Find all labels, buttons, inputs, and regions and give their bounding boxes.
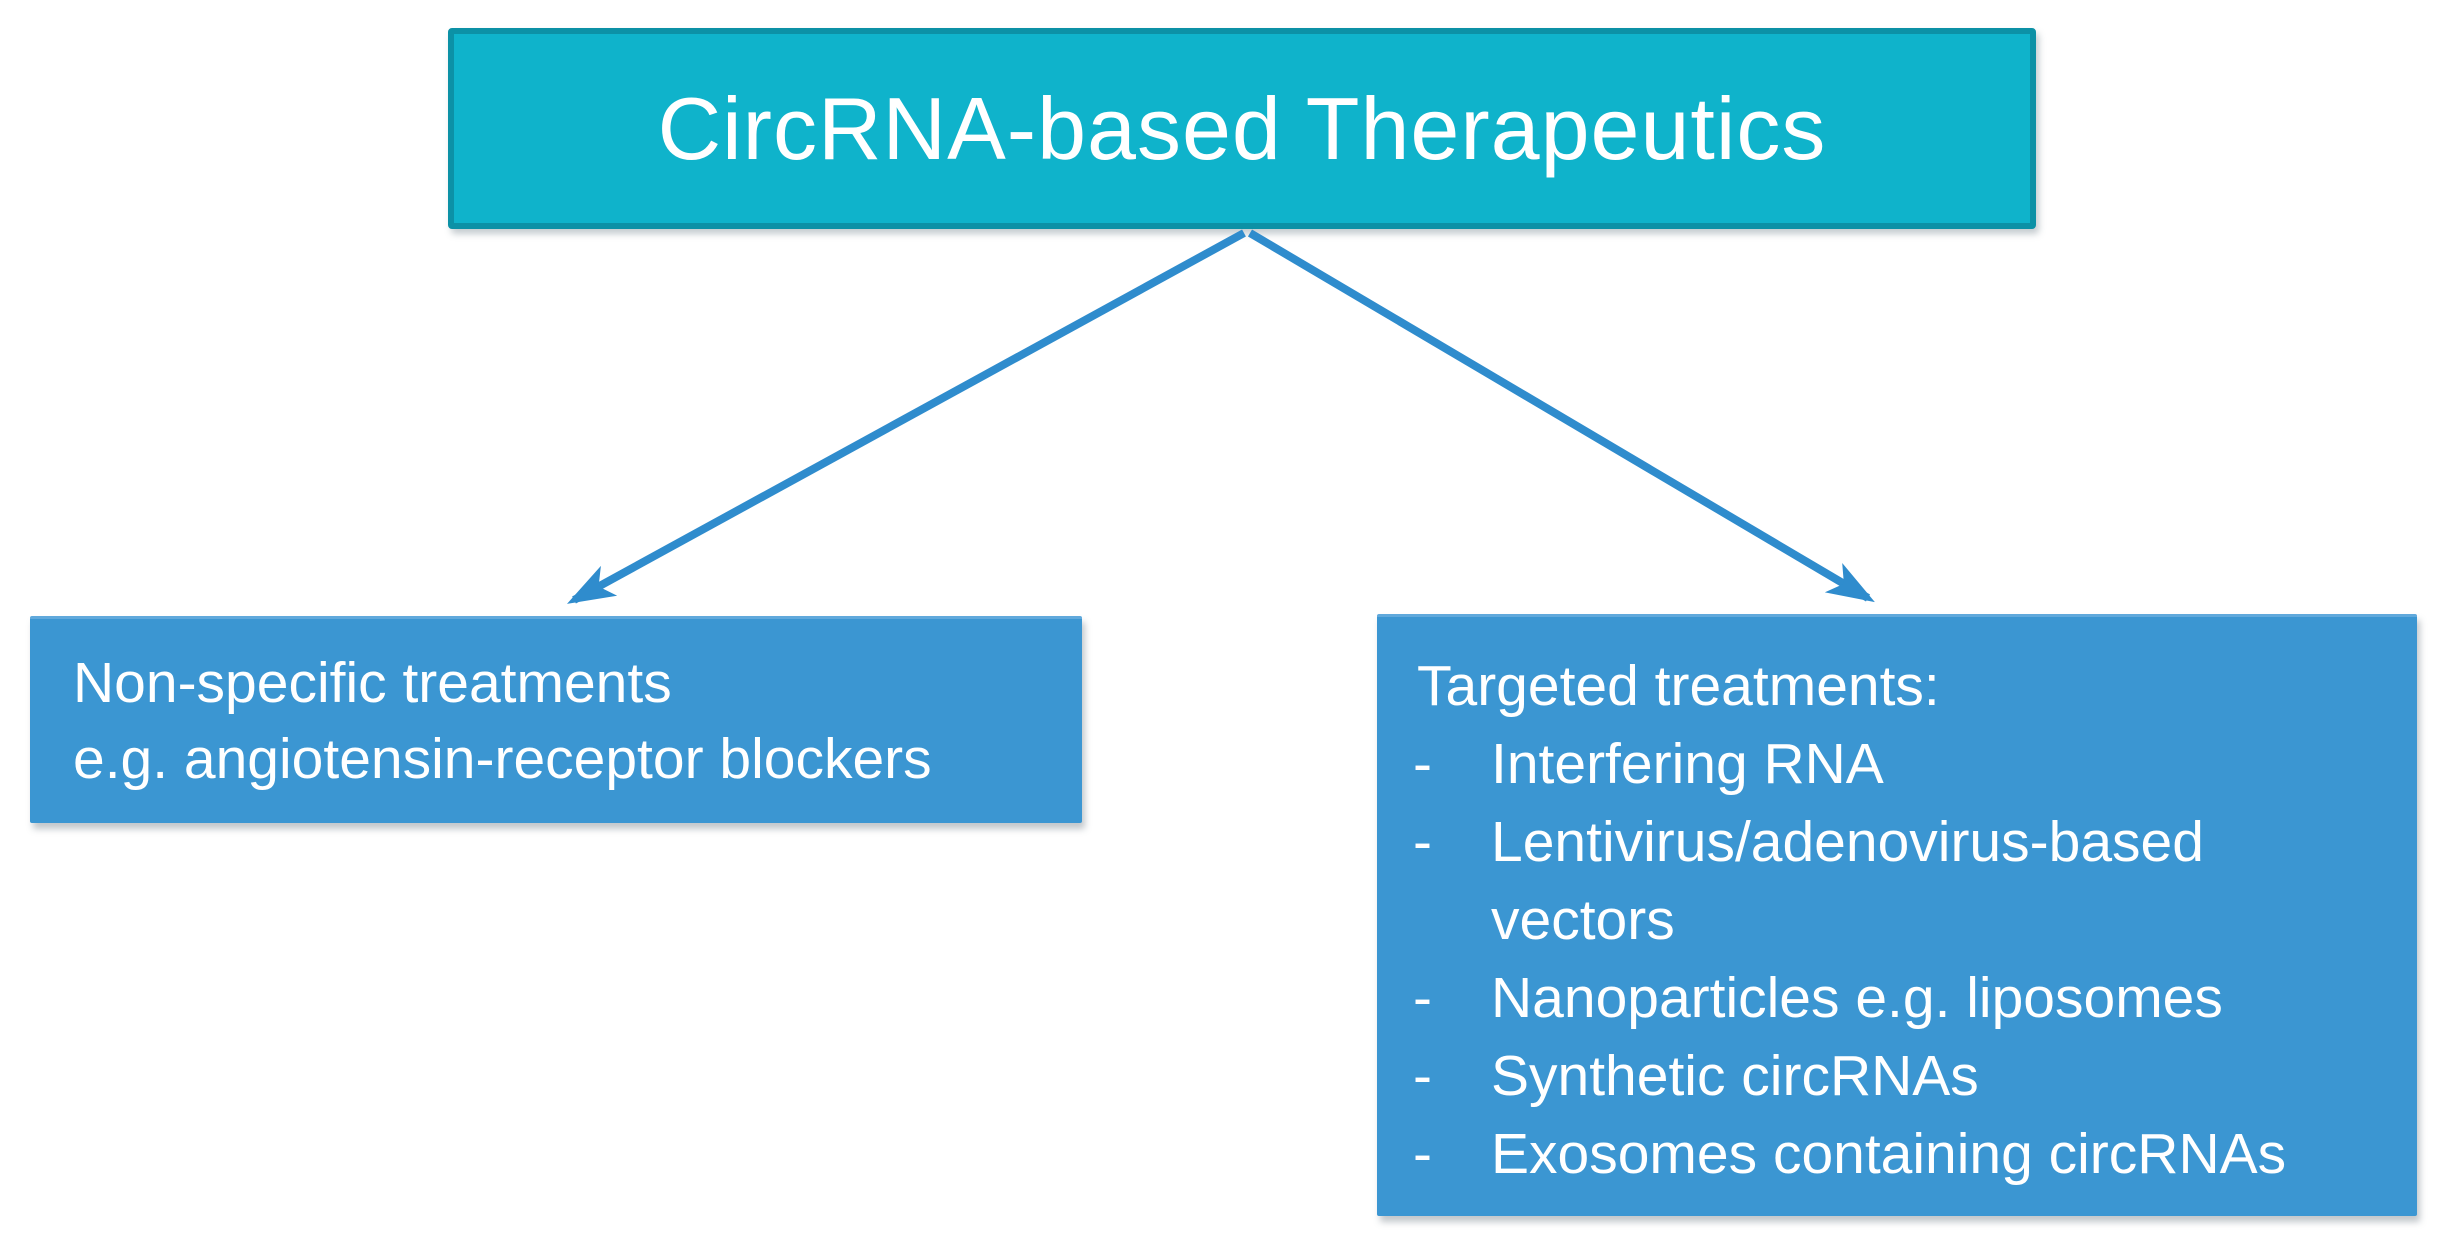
targeted-treatments-list: - Interfering RNA - Lentivirus/adenoviru… xyxy=(1377,725,2393,1193)
list-item: - Nanoparticles e.g. liposomes xyxy=(1377,959,2393,1037)
arrow-to-left-box xyxy=(566,229,1246,604)
list-bullet: - xyxy=(1413,732,1432,796)
arrow-to-right-box xyxy=(1247,229,1875,603)
list-item: - Lentivirus/adenovirus-based vectors xyxy=(1377,803,2393,959)
list-item: - Interfering RNA xyxy=(1377,725,2393,803)
left-box-line-1: Non-specific treatments xyxy=(73,651,672,715)
list-bullet: - xyxy=(1413,810,1432,874)
list-bullet: - xyxy=(1413,1122,1432,1186)
list-item-label: Lentivirus/adenovirus-based vectors xyxy=(1491,810,2204,952)
list-item-label: Nanoparticles e.g. liposomes xyxy=(1491,966,2223,1030)
non-specific-treatments-box: Non-specific treatments e.g. angiotensin… xyxy=(30,616,1082,823)
list-item: - Exosomes containing circRNAs xyxy=(1377,1115,2393,1193)
list-bullet: - xyxy=(1413,1044,1432,1108)
diagram-title: CircRNA-based Therapeutics xyxy=(657,78,1827,178)
list-item-label: Exosomes containing circRNAs xyxy=(1491,1122,2287,1186)
right-box-heading: Targeted treatments: xyxy=(1417,654,1940,718)
title-box: CircRNA-based Therapeutics xyxy=(448,28,2036,229)
left-box-line-2: e.g. angiotensin-receptor blockers xyxy=(73,727,932,791)
list-item-label: Interfering RNA xyxy=(1491,732,1884,796)
targeted-treatments-box: Targeted treatments: - Interfering RNA -… xyxy=(1377,614,2417,1216)
list-item: - Synthetic circRNAs xyxy=(1377,1037,2393,1115)
list-bullet: - xyxy=(1413,966,1432,1030)
list-item-label: Synthetic circRNAs xyxy=(1491,1044,1979,1108)
